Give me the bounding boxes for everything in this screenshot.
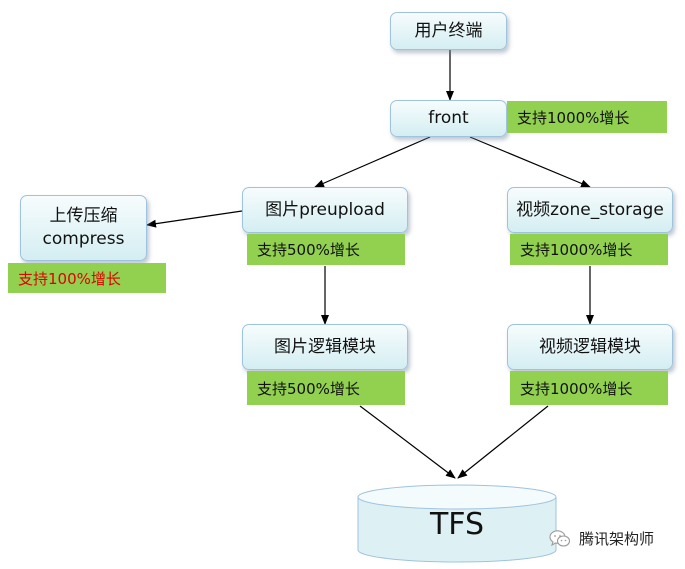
image-preupload-node: 图片preupload	[242, 187, 408, 233]
image-logic-node: 图片逻辑模块	[242, 324, 408, 370]
front-node: front	[390, 100, 507, 137]
front-label: front	[428, 108, 469, 128]
tfs-label: TFS	[429, 507, 485, 542]
image-logic-growth-tag: 支持500%增长	[247, 371, 405, 405]
wechat-icon	[549, 529, 571, 547]
compress-growth-tag: 支持100%增长	[8, 263, 166, 293]
tfs-cylinder	[357, 484, 557, 563]
video-storage-growth-tag: 支持1000%增长	[510, 234, 668, 265]
image-preupload-growth-tag: 支持500%增长	[247, 234, 405, 265]
video-logic-growth-text: 支持1000%增长	[520, 379, 633, 398]
video-storage-growth-text: 支持1000%增长	[520, 241, 633, 259]
image-logic-growth-text: 支持500%增长	[257, 379, 360, 398]
compress-node: 上传压缩 compress	[20, 195, 147, 261]
compress-label-line2: compress	[42, 229, 125, 249]
user-terminal-node: 用户终端	[390, 12, 507, 50]
watermark-text: 腾讯架构师	[579, 530, 655, 548]
front-growth-text: 支持1000%增长	[517, 108, 630, 127]
user-terminal-label: 用户终端	[414, 20, 483, 41]
video-logic-node: 视频逻辑模块	[507, 324, 673, 370]
edge-front-preupload	[314, 136, 431, 188]
watermark: 腾讯架构师	[549, 528, 654, 549]
image-preupload-label: 图片preupload	[265, 199, 385, 220]
edge-front-video-storage	[469, 136, 591, 188]
video-logic-growth-tag: 支持1000%增长	[510, 371, 668, 405]
edge-preupload-compress	[146, 210, 243, 228]
image-preupload-growth-text: 支持500%增长	[257, 241, 360, 259]
compress-label-line1: 上传压缩	[49, 206, 118, 226]
edge-image-logic-tfs	[359, 405, 456, 479]
image-logic-label: 图片逻辑模块	[274, 336, 376, 357]
video-storage-node: 视频zone_storage	[507, 187, 673, 233]
front-growth-tag: 支持1000%增长	[507, 101, 667, 133]
compress-growth-text: 支持100%增长	[18, 269, 121, 288]
edge-video-logic-tfs	[457, 405, 549, 479]
video-storage-label: 视频zone_storage	[516, 199, 664, 220]
video-logic-label: 视频逻辑模块	[539, 336, 641, 357]
